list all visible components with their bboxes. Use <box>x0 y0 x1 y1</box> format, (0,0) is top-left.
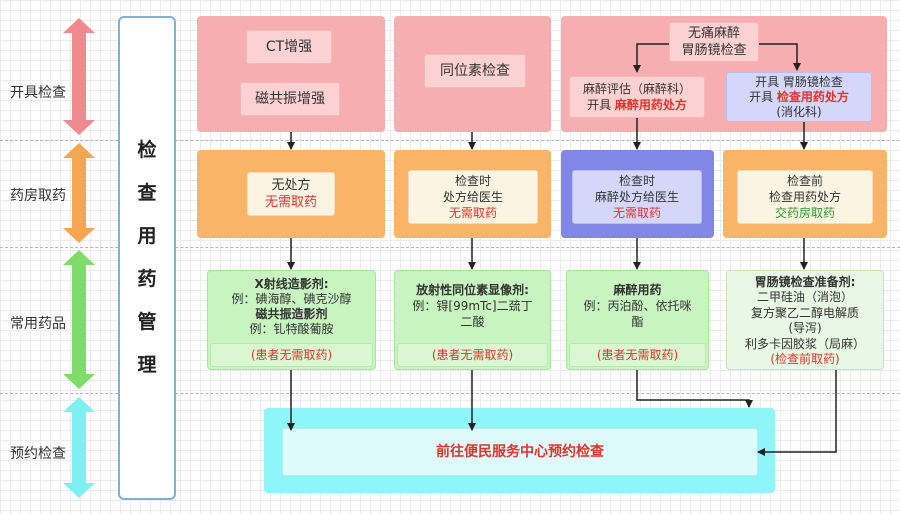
endoscopy-prep-text: 胃肠镜检查准备剂: 二甲硅油（消泡） 复方聚乙二醇电解质 (导泻) 利多卡因胶浆… <box>727 273 883 369</box>
col3-note: (患者无需取药) <box>596 347 679 362</box>
check-pharmacy-line1: 检查前 <box>786 174 823 188</box>
pharmacy-col4: 检查前 检查用药处方 交药房取药 <box>723 150 887 238</box>
anesthesia-pharmacy-line2: 麻醉处方给医生 <box>594 190 679 204</box>
painless-endoscopy-box: 无痛麻醉 胃肠镜检查 <box>669 22 759 62</box>
mri-enhance-label: 磁共振增强 <box>255 90 325 107</box>
anesthesia-drug-example1: 例：丙泊酚、依托咪 <box>583 299 692 313</box>
anesthesia-pharmacy-line3: 无需取药 <box>612 206 661 220</box>
title-char: 理 <box>137 354 157 376</box>
check-pharmacy-line3: 交药房取药 <box>774 206 835 220</box>
isotope-pharmacy-line2: 处方给医生 <box>442 190 503 204</box>
anesthesia-eval-line1: 麻醉评估（麻醉科） <box>582 82 691 96</box>
row-label-prescribe-check: 开具检查 <box>10 85 66 101</box>
row-divider <box>0 247 900 248</box>
contrast-agents-text: X射线造影剂: 例：碘海醇、碘克沙醇 磁共振造影剂 例：钆特酸葡胺 <box>208 275 375 339</box>
row-divider <box>0 393 900 394</box>
row-divider <box>0 140 900 141</box>
endoscopy-header-line2: 胃肠镜检查 <box>681 43 747 58</box>
pharmacy-col3: 检查时 麻醉处方给医生 无需取药 <box>561 150 714 238</box>
title-char: 管 <box>137 311 157 333</box>
row-label-booking: 预约检查 <box>10 446 66 462</box>
isotope-label: 同位素检查 <box>440 62 510 79</box>
arrow-connector <box>757 370 837 456</box>
ct-mri-group: CT增强 磁共振增强 <box>197 16 385 132</box>
xray-contrast-example: 例：碘海醇、碘克沙醇 <box>231 292 352 306</box>
title-char: 用 <box>137 225 157 247</box>
arrow-connector <box>636 370 753 408</box>
booking-label: 前往便民服务中心预约检查 <box>436 443 604 460</box>
drugs-col3: 麻醉用药 例：丙泊酚、依托咪 酯 (患者无需取药) <box>566 270 709 370</box>
isotope-box: 同位素检查 <box>424 54 526 88</box>
ct-enhance-label: CT增强 <box>265 38 313 55</box>
arrow-connector <box>633 43 669 73</box>
double-arrow-icon <box>63 18 95 135</box>
check-pharmacy-line2: 检查用药处方 <box>768 190 841 204</box>
col3-note-box: (患者无需取药) <box>569 343 706 367</box>
isotope-agent-title: 放射性同位素显像剂: <box>416 283 529 297</box>
no-prescription-box: 无处方 无需取药 <box>247 172 335 216</box>
title-char: 药 <box>137 268 157 290</box>
gastro-prescribe-line1: 开具 胃肠镜检查 <box>755 74 843 89</box>
endoscopy-group: 无痛麻醉 胃肠镜检查 麻醉评估（麻醉科） 开具 麻醉用药处方 开具 胃肠镜检查 … <box>561 16 887 132</box>
row-label-common-drugs: 常用药品 <box>10 316 66 332</box>
anesthesia-pharmacy-box: 检查时 麻醉处方给医生 无需取药 <box>572 170 702 224</box>
isotope-group: 同位素检查 <box>394 16 551 132</box>
booking-inner-box: 前往便民服务中心预约检查 <box>282 428 758 476</box>
col2-note-box: (患者无需取药) <box>397 343 548 367</box>
drugs-col2: 放射性同位素显像剂: 例：锝[99mTc]二巯丁 二酸 (患者无需取药) <box>394 270 551 370</box>
mri-contrast-example: 例：钆特酸葡胺 <box>249 322 334 336</box>
double-arrow-icon <box>63 250 95 389</box>
gastro-prescribe-line2: 开具 检查用药处方 <box>749 89 849 104</box>
endoscopy-prep-line1: 二甲硅油（消泡） <box>756 290 853 304</box>
isotope-agent-text: 放射性同位素显像剂: 例：锝[99mTc]二巯丁 二酸 <box>395 277 550 335</box>
isotope-agent-example2: 二酸 <box>460 315 485 329</box>
pharmacy-col1: 无处方 无需取药 <box>197 150 385 238</box>
row-label-pharmacy: 药房取药 <box>10 188 66 204</box>
no-pickup-label: 无需取药 <box>264 195 317 210</box>
drugs-col1: X射线造影剂: 例：碘海醇、碘克沙醇 磁共振造影剂 例：钆特酸葡胺 (患者无需取… <box>207 270 376 370</box>
pharmacy-col2: 检查时 处方给医生 无需取药 <box>394 150 551 238</box>
title-char: 检 <box>137 139 157 161</box>
endoscopy-prep-line4: 利多卡因胶浆（局麻） <box>744 336 865 351</box>
gastro-prescribe-line3: (消化科) <box>776 104 822 119</box>
ct-enhance-box: CT增强 <box>246 30 332 64</box>
anesthesia-drug-title: 麻醉用药 <box>613 283 662 297</box>
check-pharmacy-box: 检查前 检查用药处方 交药房取药 <box>737 170 873 224</box>
anesthesia-pharmacy-line1: 检查时 <box>618 174 655 188</box>
isotope-pharmacy-line3: 无需取药 <box>448 206 497 220</box>
isotope-pharmacy-line1: 检查时 <box>454 174 491 188</box>
mri-contrast-title: 磁共振造影剂 <box>255 307 328 321</box>
isotope-agent-example1: 例：锝[99mTc]二巯丁 <box>412 299 533 313</box>
col1-note-box: (患者无需取药) <box>210 343 373 367</box>
endoscopy-header-line1: 无痛麻醉 <box>687 26 740 41</box>
endoscopy-prep-line3: (导泻) <box>788 321 822 335</box>
double-arrow-icon <box>63 397 95 498</box>
no-prescription-label: 无处方 <box>271 178 311 193</box>
isotope-pharmacy-box: 检查时 处方给医生 无需取药 <box>408 170 538 224</box>
col2-note: (患者无需取药) <box>431 347 514 362</box>
gastro-prescribe-box: 开具 胃肠镜检查 开具 检查用药处方 (消化科) <box>726 72 872 122</box>
endoscopy-prep-line2: 复方聚乙二醇电解质 <box>750 305 859 320</box>
arrow-connector <box>759 43 801 71</box>
drugs-col4: 胃肠镜检查准备剂: 二甲硅油（消泡） 复方聚乙二醇电解质 (导泻) 利多卡因胶浆… <box>726 270 884 370</box>
xray-contrast-title: X射线造影剂: <box>254 277 329 291</box>
endoscopy-prep-note: (检查前取药) <box>770 352 840 366</box>
booking-outer-box: 前往便民服务中心预约检查 <box>264 408 775 493</box>
anesthesia-eval-line2: 开具 麻醉用药处方 <box>587 98 687 112</box>
title-char: 查 <box>137 182 157 204</box>
double-arrow-icon <box>63 143 95 243</box>
endoscopy-prep-title: 胃肠镜检查准备剂: <box>754 274 856 289</box>
anesthesia-drug-text: 麻醉用药 例：丙泊酚、依托咪 酯 <box>567 277 708 335</box>
main-title-vertical: 检 查 用 药 管 理 <box>118 16 176 500</box>
anesthesia-drug-example2: 酯 <box>631 315 644 329</box>
anesthesia-eval-box: 麻醉评估（麻醉科） 开具 麻醉用药处方 <box>569 76 705 118</box>
mri-enhance-box: 磁共振增强 <box>240 82 340 116</box>
col1-note: (患者无需取药) <box>250 347 333 362</box>
